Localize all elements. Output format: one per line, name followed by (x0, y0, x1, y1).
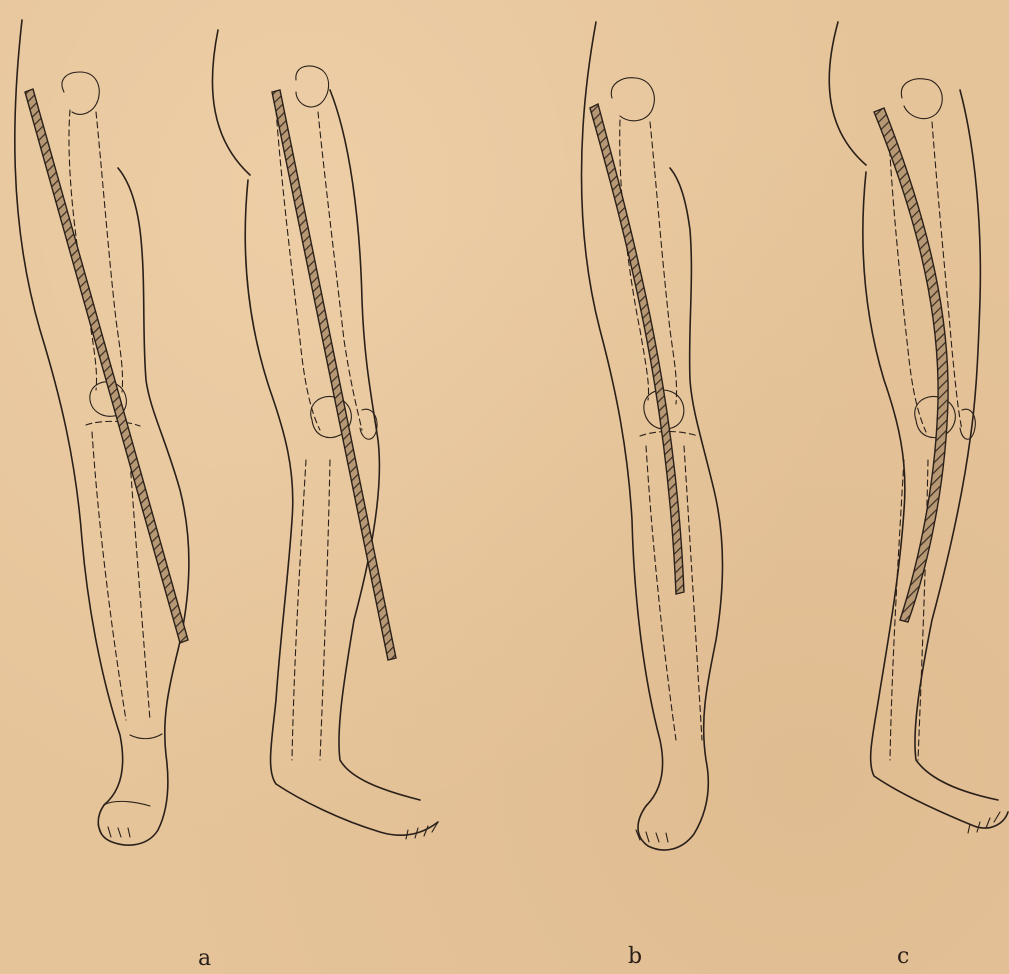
panel-label-c: c (897, 946, 909, 968)
leg-a2 (212, 30, 438, 839)
panel-label-a: a (198, 948, 211, 970)
leg-c (829, 22, 1008, 833)
panel-label-b: b (628, 946, 642, 968)
leg-b (582, 22, 723, 850)
leg-a1 (15, 20, 189, 845)
